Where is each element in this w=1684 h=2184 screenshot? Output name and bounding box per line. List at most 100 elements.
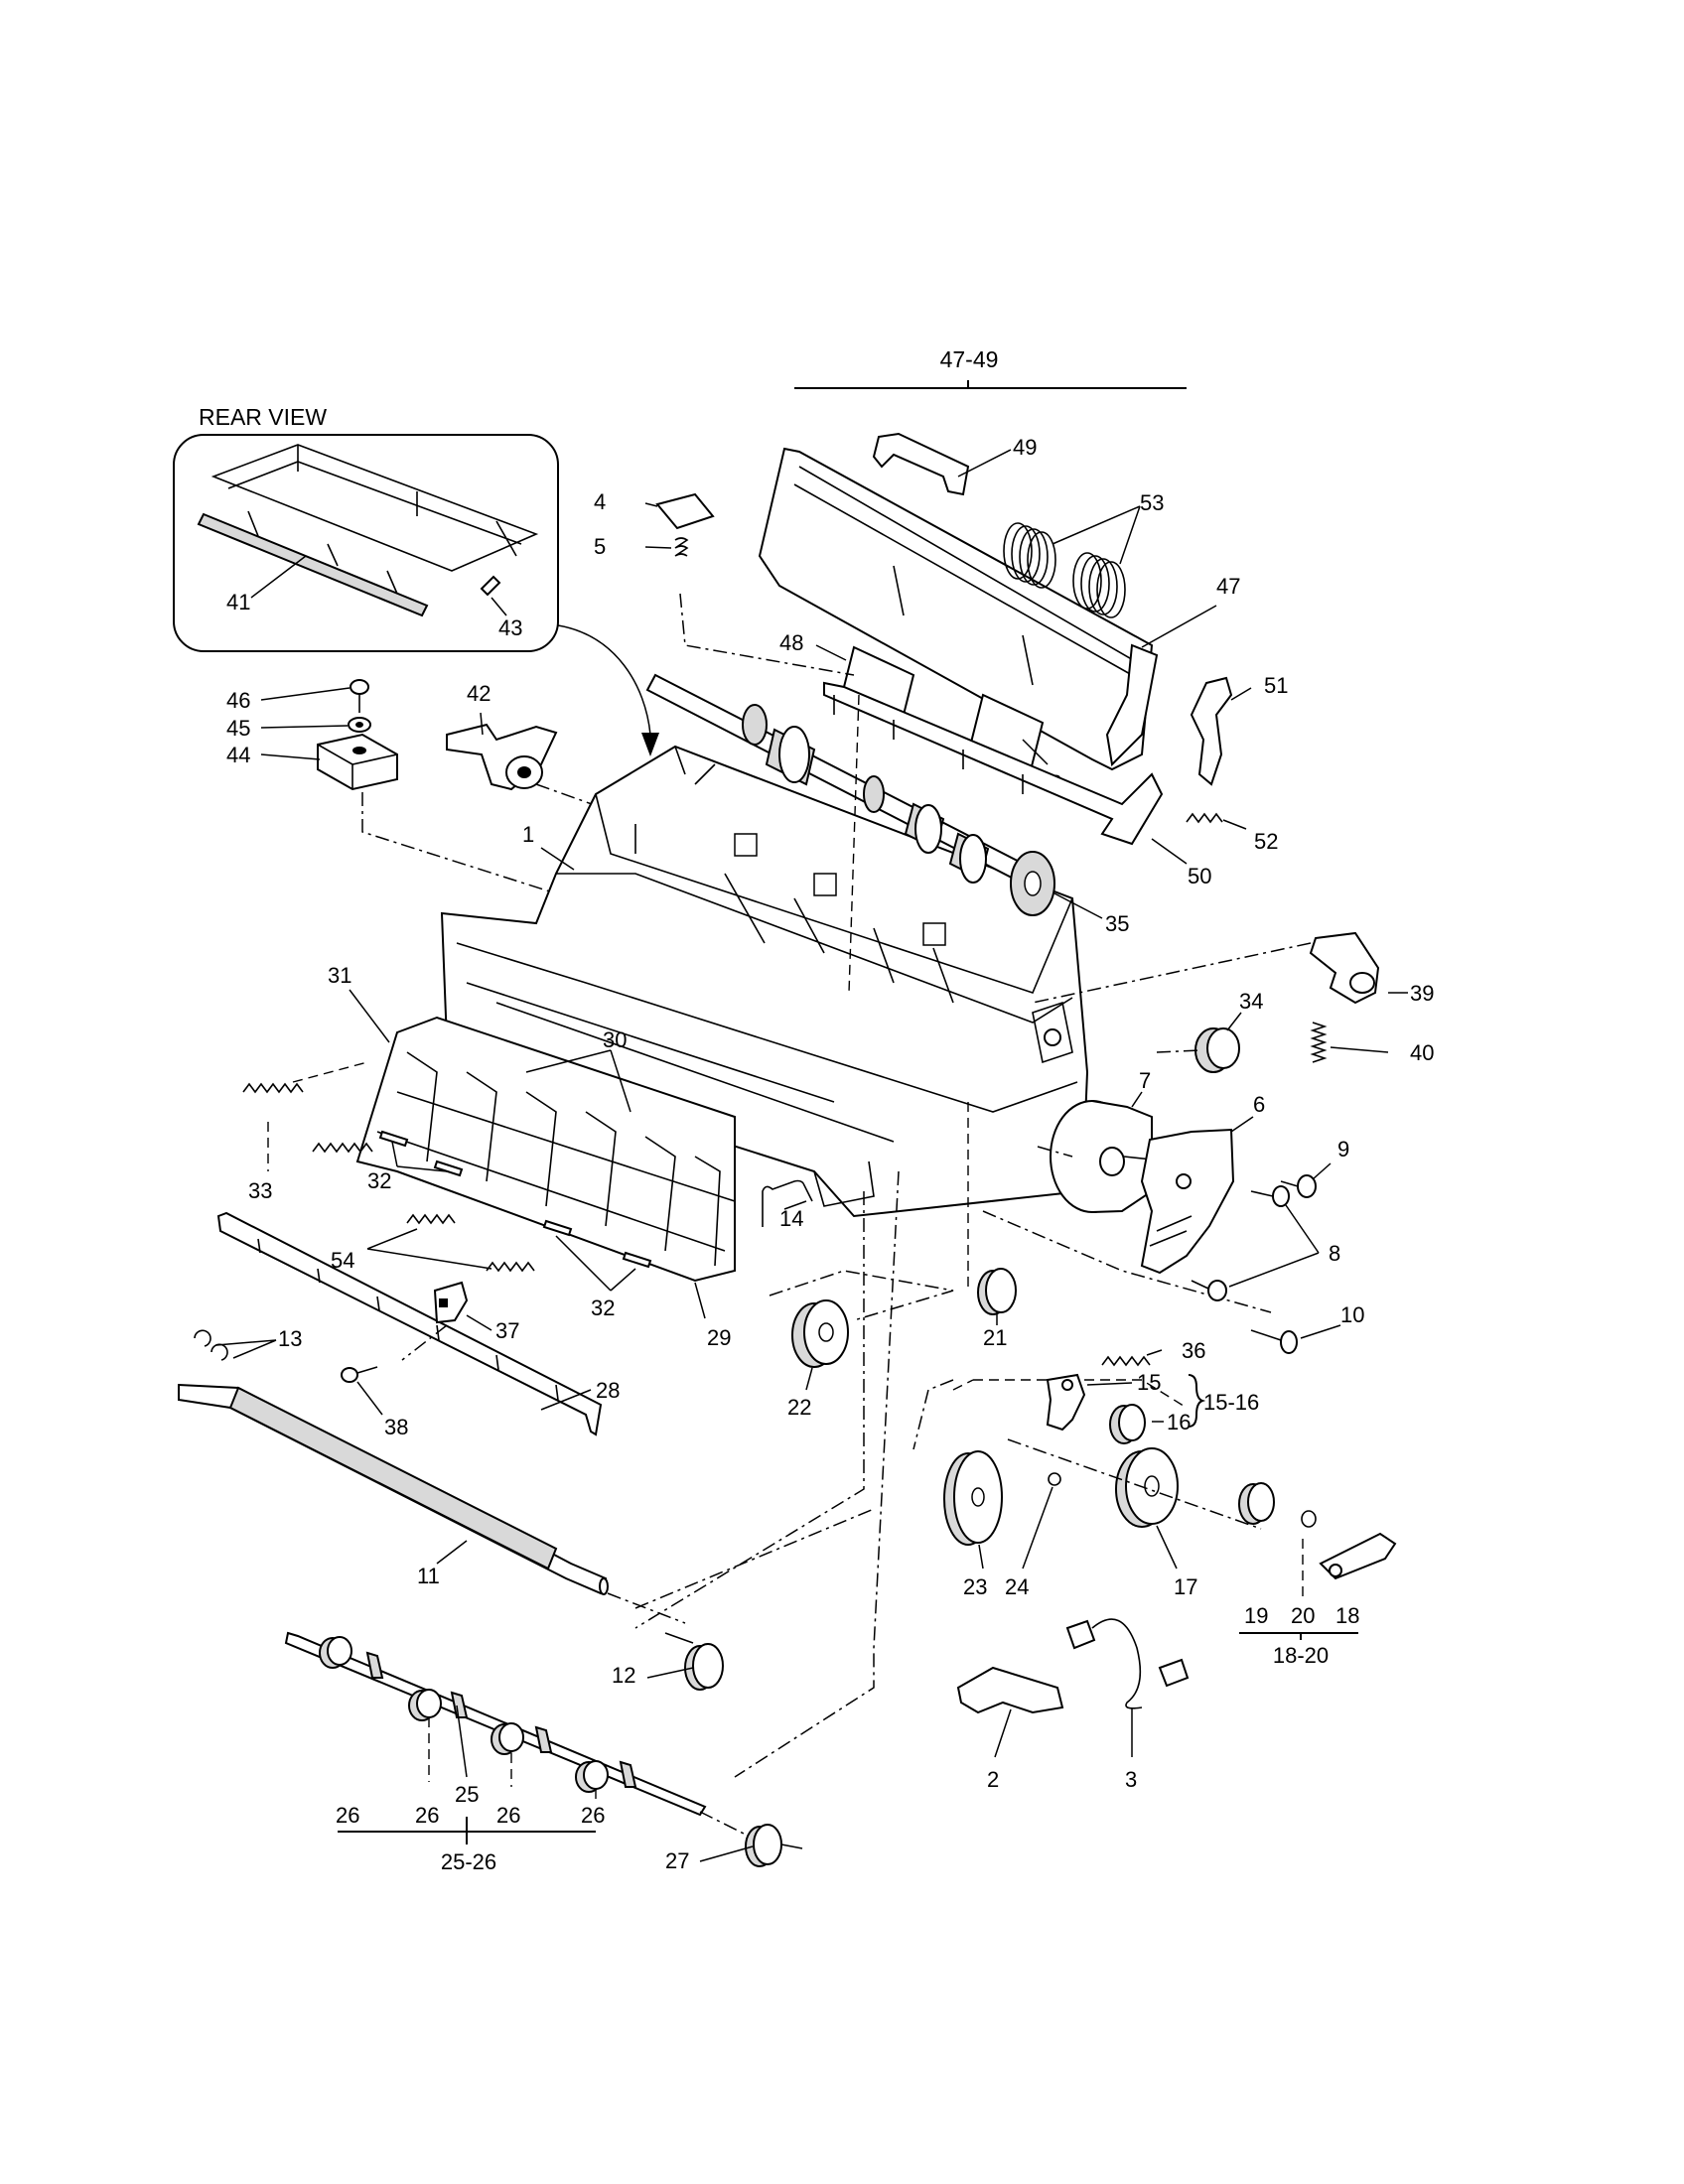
cable-3: 3 (1065, 1618, 1190, 1792)
callout-4: 4 (594, 489, 606, 514)
callout-39: 39 (1410, 981, 1434, 1006)
rear-paper-guide-41 (197, 512, 429, 617)
callout-18: 18 (1335, 1603, 1359, 1628)
roller-26-2 (408, 1689, 442, 1721)
group-15-16: 15 16 15-16 (952, 1370, 1259, 1444)
callout-26-d: 26 (581, 1803, 605, 1828)
lever-arm-50: 50 (823, 681, 1211, 888)
callout-14: 14 (779, 1206, 803, 1231)
group-18-20: 19 20 18 18-20 (1238, 1482, 1397, 1668)
spring-53-a (1003, 522, 1056, 589)
callout-52: 52 (1254, 829, 1278, 854)
callout-21: 21 (983, 1325, 1007, 1350)
callout-51: 51 (1264, 673, 1288, 698)
feed-roller-shaft-35: 35 (645, 673, 1129, 936)
gear-27: 27 (665, 1811, 803, 1873)
callout-28: 28 (596, 1378, 620, 1403)
callout-49: 49 (1013, 435, 1037, 460)
callout-50: 50 (1188, 864, 1211, 888)
rear-view-inset: REAR VIEW 41 43 (173, 404, 559, 652)
callout-48-a: 48 (779, 630, 803, 655)
callout-32-a: 32 (367, 1168, 391, 1193)
callout-27: 27 (665, 1848, 689, 1873)
callout-16: 16 (1167, 1410, 1191, 1434)
gear-17: 17 (1115, 1447, 1197, 1599)
spring-36: 36 (1101, 1338, 1205, 1367)
callout-26-a: 26 (336, 1803, 359, 1828)
callout-11: 11 (417, 1564, 440, 1588)
callout-2: 2 (987, 1767, 999, 1792)
lever-51: 51 (1190, 673, 1288, 786)
screw-9: 9 (1280, 1137, 1349, 1198)
callout-47: 47 (1216, 574, 1240, 599)
gear-34: 34 (1194, 989, 1263, 1073)
group-label-47-49: 47-49 (940, 346, 999, 372)
motor-7: 7 (1050, 1068, 1153, 1213)
spring-5: 5 (594, 534, 689, 559)
rollers-26: 26 26 26 26 (319, 1636, 609, 1828)
clip-20 (1301, 1510, 1317, 1528)
callout-29: 29 (707, 1325, 731, 1350)
callout-20: 20 (1291, 1603, 1315, 1628)
callout-22: 22 (787, 1395, 811, 1420)
screw-8-b (1191, 1280, 1227, 1301)
paper-guide-assembly-29-31: 31 30 29 (328, 963, 736, 1350)
screw-10: 10 (1250, 1302, 1364, 1354)
block-44: 44 (226, 733, 398, 791)
callout-13: 13 (278, 1326, 302, 1351)
callout-40: 40 (1410, 1040, 1434, 1065)
spring-33: 33 (242, 1061, 368, 1203)
callout-45: 45 (226, 716, 250, 741)
callout-31: 31 (328, 963, 351, 988)
callout-34: 34 (1239, 989, 1263, 1014)
gear-22: 22 (787, 1299, 849, 1420)
roller-26-4 (575, 1760, 609, 1793)
callout-30: 30 (603, 1027, 627, 1052)
gear-19 (1238, 1482, 1275, 1525)
callout-12: 12 (612, 1663, 635, 1688)
group-25-26: 25-26 (338, 1817, 596, 1874)
washer-45: 45 (226, 716, 371, 741)
callout-24: 24 (1005, 1574, 1029, 1599)
motor-bracket-6: 6 (1140, 1092, 1265, 1275)
gear-23: 23 (943, 1450, 1003, 1599)
inset-arrowhead (641, 733, 659, 756)
inset-arrow (557, 624, 651, 736)
callout-35: 35 (1105, 911, 1129, 936)
callout-3: 3 (1125, 1767, 1137, 1792)
callout-38: 38 (384, 1415, 408, 1439)
callout-10: 10 (1340, 1302, 1364, 1327)
screw-38: 38 (341, 1366, 408, 1439)
callout-5: 5 (594, 534, 606, 559)
group-label-18-20: 18-20 (1273, 1643, 1329, 1668)
callout-42: 42 (467, 681, 491, 706)
guide-clip-49: 49 (872, 432, 1037, 496)
spring-52: 52 (1186, 812, 1278, 854)
clip-24: 24 (1005, 1472, 1061, 1599)
callout-26-c: 26 (496, 1803, 520, 1828)
callout-23: 23 (963, 1574, 987, 1599)
callout-37: 37 (495, 1318, 519, 1343)
platen-shaft-11: 11 (178, 1383, 609, 1595)
bracket-15: 15 (1046, 1370, 1161, 1432)
spring-53-b (1072, 552, 1126, 618)
spring-43-rear (480, 575, 501, 597)
gear-holder-42: 42 (446, 681, 558, 791)
clip-37: 37 (433, 1281, 519, 1343)
spring-40: 40 (1310, 1022, 1434, 1065)
callout-19: 19 (1244, 1603, 1268, 1628)
screw-8-a (1250, 1185, 1290, 1207)
callout-9: 9 (1337, 1137, 1349, 1161)
callout-6: 6 (1253, 1092, 1265, 1117)
callout-53: 53 (1140, 490, 1164, 515)
e-rings-13: 13 (194, 1326, 302, 1361)
callout-32-b: 32 (591, 1296, 615, 1320)
callout-36: 36 (1182, 1338, 1205, 1363)
group-label-25-26: 25-26 (441, 1849, 496, 1874)
callout-17: 17 (1174, 1574, 1197, 1599)
callout-26-b: 26 (415, 1803, 439, 1828)
paper-guide-47: 47 (758, 447, 1240, 771)
group-label-15-16: 15-16 (1203, 1390, 1259, 1415)
callout-15: 15 (1137, 1370, 1161, 1395)
